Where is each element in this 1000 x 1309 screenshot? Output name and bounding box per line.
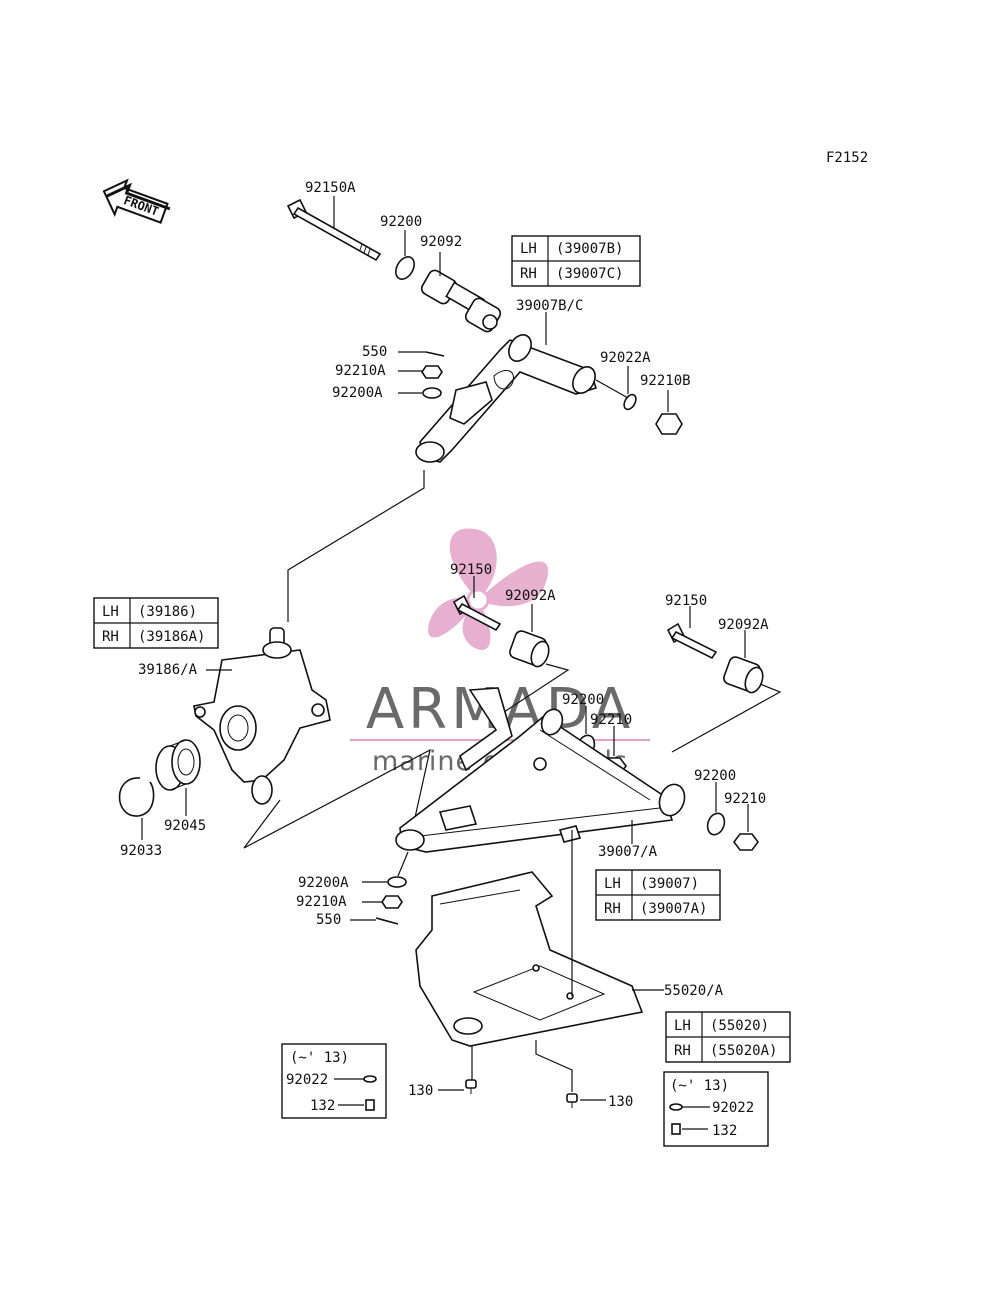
label-39007BC: 39007B/C <box>516 298 583 314</box>
label-92210A-top: 92210A <box>335 363 386 379</box>
label-92045: 92045 <box>164 818 206 834</box>
upper-rh-part: (39007C) <box>556 266 623 282</box>
bolt-92150A <box>286 198 382 262</box>
guard-lh-part: (55020) <box>710 1018 769 1034</box>
label-92210A-bot: 92210A <box>296 894 347 910</box>
table-guard: LH (55020) RH (55020A) <box>665 1011 791 1063</box>
circlip-92033 <box>118 777 155 817</box>
label-92210-low: 92210 <box>724 791 766 807</box>
washer-92022A <box>623 393 637 411</box>
bolt-92150-right <box>666 622 718 660</box>
skid-plate <box>415 871 644 1047</box>
bushing-92092A-right <box>723 656 764 694</box>
lower-lh: LH <box>604 876 621 892</box>
note-left-item1: 92022 <box>286 1072 328 1088</box>
nut-92210A-top <box>421 365 443 379</box>
bushing-92092A-mid <box>509 630 550 668</box>
bearing-92045 <box>155 739 201 791</box>
note-left-item2: 132 <box>310 1098 335 1114</box>
lower-rh: RH <box>604 901 621 917</box>
upper-a-arm <box>415 334 598 463</box>
guard-rh-part: (55020A) <box>710 1043 777 1059</box>
label-92200-mid: 92200 <box>562 692 604 708</box>
knuckle-rh: RH <box>102 629 119 645</box>
upper-rh: RH <box>520 266 537 282</box>
washer-92200A-top <box>422 387 442 399</box>
note-left-title: (~' 13) <box>290 1050 349 1066</box>
label-92200A-bot: 92200A <box>298 875 349 891</box>
table-upper-arm: LH (39007B) RH (39007C) <box>511 235 641 287</box>
figure-code: F2152 <box>826 150 868 166</box>
label-92092: 92092 <box>420 234 462 250</box>
label-39007A: 39007/A <box>598 844 658 860</box>
bolt-130-left <box>465 1079 477 1094</box>
pin-550-bot <box>375 917 399 925</box>
nut-92210A-bot <box>381 895 403 909</box>
label-92022A: 92022A <box>600 350 651 366</box>
label-92210B: 92210B <box>640 373 691 389</box>
label-130-left: 130 <box>408 1083 433 1099</box>
washer-92200A-bot <box>387 876 407 888</box>
bolt-92150-mid <box>452 594 502 632</box>
label-92033: 92033 <box>120 843 162 859</box>
note-right-title: (~' 13) <box>670 1078 729 1094</box>
knuckle-lh-part: (39186) <box>138 604 197 620</box>
bolt-132-right <box>671 1123 681 1135</box>
upper-lh: LH <box>520 241 537 257</box>
label-92150A: 92150A <box>305 180 356 196</box>
knuckle-lh: LH <box>102 604 119 620</box>
label-92200A-top: 92200A <box>332 385 383 401</box>
label-130-right: 130 <box>608 1094 633 1110</box>
washer-92022-left <box>363 1075 377 1083</box>
label-92150-mid: 92150 <box>450 562 492 578</box>
label-92092A-mid: 92092A <box>505 588 556 604</box>
bolt-132-left <box>365 1099 375 1111</box>
label-92210-mid: 92210 <box>590 712 632 728</box>
label-550-bot: 550 <box>316 912 341 928</box>
label-55020A: 55020/A <box>664 983 724 999</box>
steering-knuckle <box>193 627 331 805</box>
guard-lh: LH <box>674 1018 691 1034</box>
note-right-item2: 132 <box>712 1123 737 1139</box>
pin-550-top <box>425 351 445 357</box>
note-box-right: (~' 13) 92022 132 <box>663 1071 769 1147</box>
label-39186A: 39186/A <box>138 662 198 678</box>
label-92150-right: 92150 <box>665 593 707 609</box>
table-knuckle: LH (39186) RH (39186A) <box>93 597 219 649</box>
washer-92200-top <box>395 256 415 280</box>
label-92200-top: 92200 <box>380 214 422 230</box>
table-lower-arm: LH (39007) RH (39007A) <box>595 869 721 921</box>
lower-a-arm <box>395 687 686 853</box>
label-92092A-right: 92092A <box>718 617 769 633</box>
bolt-130-right <box>566 1093 578 1108</box>
bushing-92092 <box>420 269 502 333</box>
note-right-item1: 92022 <box>712 1100 754 1116</box>
nut-92210-low <box>733 833 759 851</box>
washer-92022-right <box>669 1103 683 1111</box>
front-arrow-icon: FRONT <box>102 178 171 224</box>
label-92200-low: 92200 <box>694 768 736 784</box>
label-550-top: 550 <box>362 344 387 360</box>
nut-92210B <box>655 413 683 435</box>
note-box-left: (~' 13) 92022 132 <box>281 1043 387 1119</box>
knuckle-rh-part: (39186A) <box>138 629 205 645</box>
lower-rh-part: (39007A) <box>640 901 707 917</box>
washer-92200-low <box>706 812 726 836</box>
upper-lh-part: (39007B) <box>556 241 623 257</box>
guard-rh: RH <box>674 1043 691 1059</box>
lower-lh-part: (39007) <box>640 876 699 892</box>
